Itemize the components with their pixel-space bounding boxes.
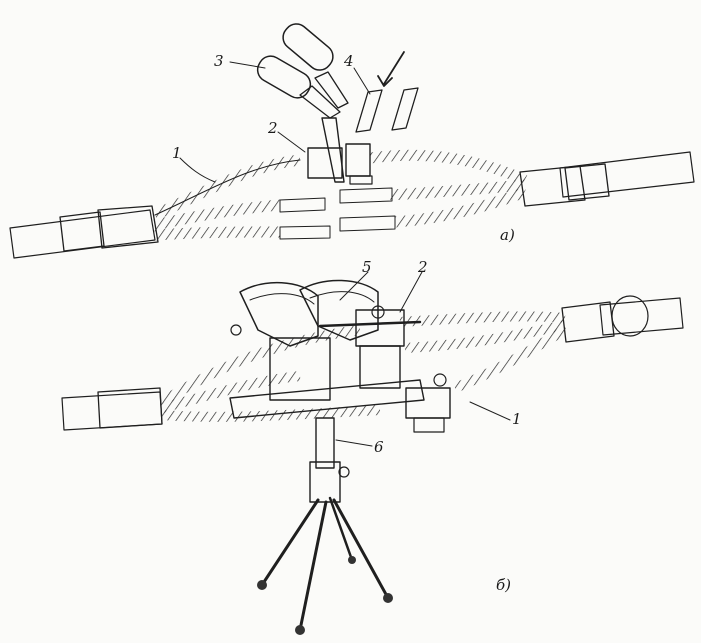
panel-b: 5 2 6 1 б)	[61, 258, 684, 635]
right-cable-a	[519, 151, 695, 207]
panel-a: 1 2 3 4 а)	[9, 23, 695, 259]
callout-5-b: 5	[362, 258, 372, 276]
cable-branches-right-a	[339, 149, 528, 232]
callout-1-a: 1	[172, 144, 182, 162]
stand-icon	[257, 417, 393, 635]
right-cable-b	[561, 295, 684, 343]
panel-a-caption: а)	[500, 226, 515, 244]
cable-branches-left-a	[152, 154, 331, 241]
holder-icon	[229, 279, 425, 419]
left-cable-a	[9, 205, 159, 259]
left-cable-b	[61, 387, 163, 431]
callout-2-a: 2	[267, 119, 278, 137]
clamp-b	[318, 305, 422, 389]
wedges-icon	[355, 51, 419, 133]
panel-b-caption: б)	[496, 576, 511, 594]
callout-2-b: 2	[417, 258, 428, 276]
pliers-icon	[256, 23, 349, 183]
callout-1-b: 1	[512, 410, 522, 428]
callout-4-a: 4	[343, 52, 354, 70]
callout-6-b: 6	[374, 438, 384, 456]
small-clamp-b	[405, 373, 451, 433]
cable-branches-b	[159, 311, 568, 422]
callout-3-a: 3	[214, 52, 224, 70]
